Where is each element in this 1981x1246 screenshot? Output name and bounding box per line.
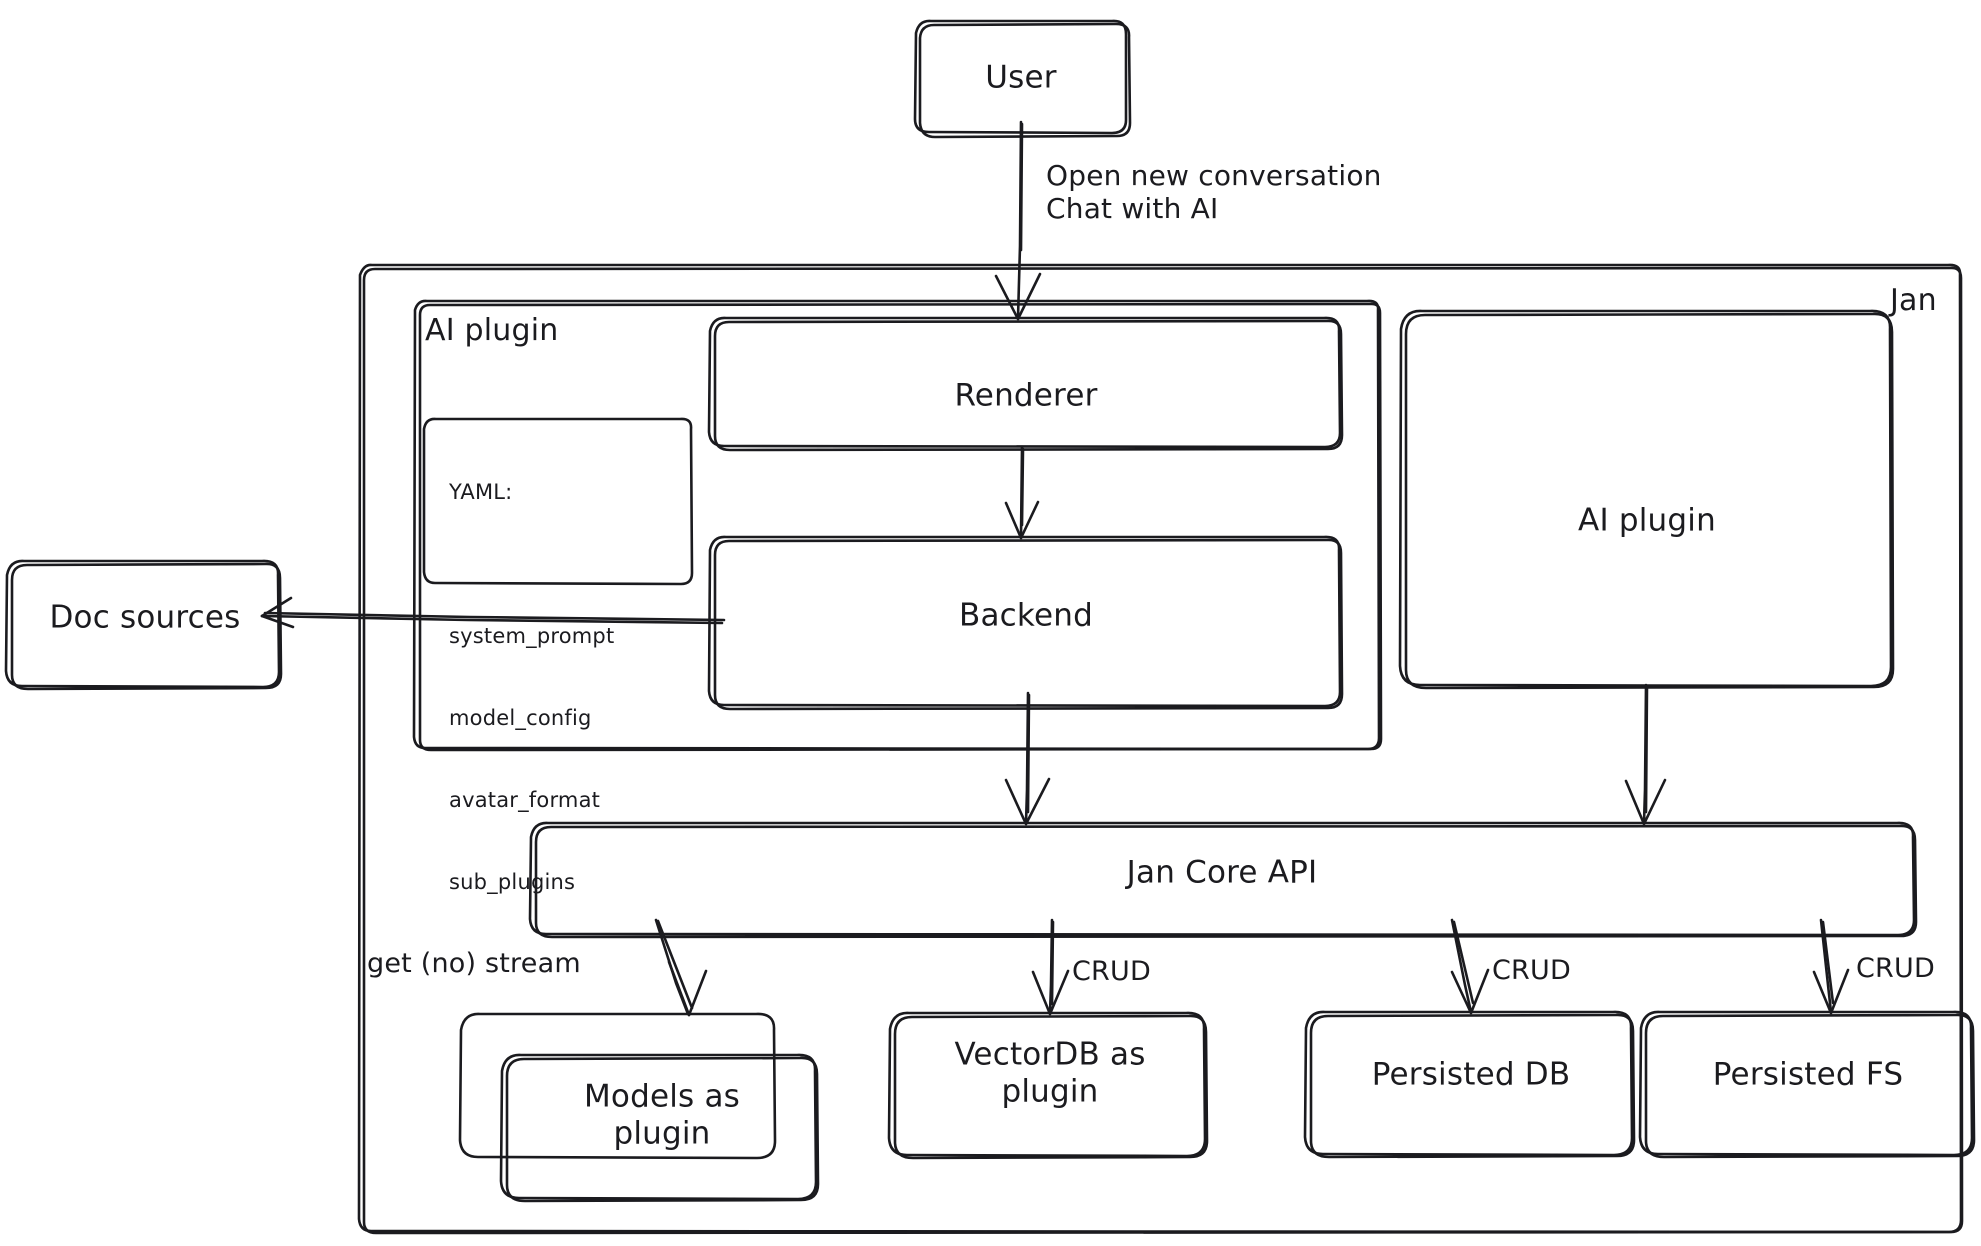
edge-label-user-to-renderer: Open new conversation Chat with AI [1046,159,1382,226]
models-plugin-box-shape [458,1012,820,1203]
arrow-core-to-vectordb [1031,918,1070,1016]
backend-box-shape [707,535,1344,711]
yaml-box-text: YAML: system_prompt model_config avatar_… [449,424,614,951]
yaml-line-4: sub_plugins [449,869,576,894]
ai-plugin-right-box-shape [1398,309,1895,690]
arrow-core-to-models [654,918,708,1017]
backend-label: Backend [959,597,1093,634]
renderer-box-shape [707,316,1344,452]
edge-label-core-to-persisted-db: CRUD [1492,955,1571,986]
arrow-renderer-to-backend [1004,445,1040,540]
vectordb-plugin-label: VectorDB as plugin [954,1036,1146,1109]
yaml-box-shape [422,417,694,586]
user-label: User [985,59,1057,96]
persisted-db-label: Persisted DB [1371,1056,1571,1093]
ai-plugin-right-label: AI plugin [1578,502,1716,539]
arrow-core-to-persisted-fs [1812,918,1850,1015]
yaml-line-3: avatar_format [449,787,601,812]
arrow-backend-to-core [1004,691,1051,826]
doc-sources-label: Doc sources [49,599,241,636]
ai-plugin-container-shape [412,299,1383,752]
renderer-label: Renderer [954,377,1098,414]
user-box-shape [913,19,1132,139]
arrow-ai-plugin-right-to-core [1624,683,1667,826]
doc-sources-box-shape [4,559,283,691]
ai-plugin-container-label: AI plugin [425,313,559,348]
edge-label-core-to-persisted-fs: CRUD [1856,953,1935,984]
persisted-fs-label: Persisted FS [1712,1056,1904,1093]
yaml-line-1: system_prompt [449,624,615,649]
yaml-line-0: YAML: [449,479,513,504]
jan-core-api-label: Jan Core API [1126,854,1318,891]
yaml-spacer [449,560,614,568]
persisted-db-box-shape [1303,1010,1636,1159]
edge-label-core-to-vectordb: CRUD [1072,956,1151,987]
yaml-line-2: model_config [449,705,592,730]
jan-container-shape [357,263,1964,1235]
jan-core-api-box-shape [528,821,1918,939]
arrow-user-to-renderer [994,120,1042,321]
arrow-core-to-persisted-db [1450,918,1490,1015]
vectordb-plugin-box-shape [887,1011,1209,1160]
jan-container-label: Jan [1890,283,1937,318]
arrow-backend-to-doc-sources [260,596,726,629]
persisted-fs-box-shape [1638,1010,1976,1159]
edge-label-core-to-models: get (no) stream [367,948,581,979]
models-plugin-label: Models as plugin [583,1078,741,1151]
